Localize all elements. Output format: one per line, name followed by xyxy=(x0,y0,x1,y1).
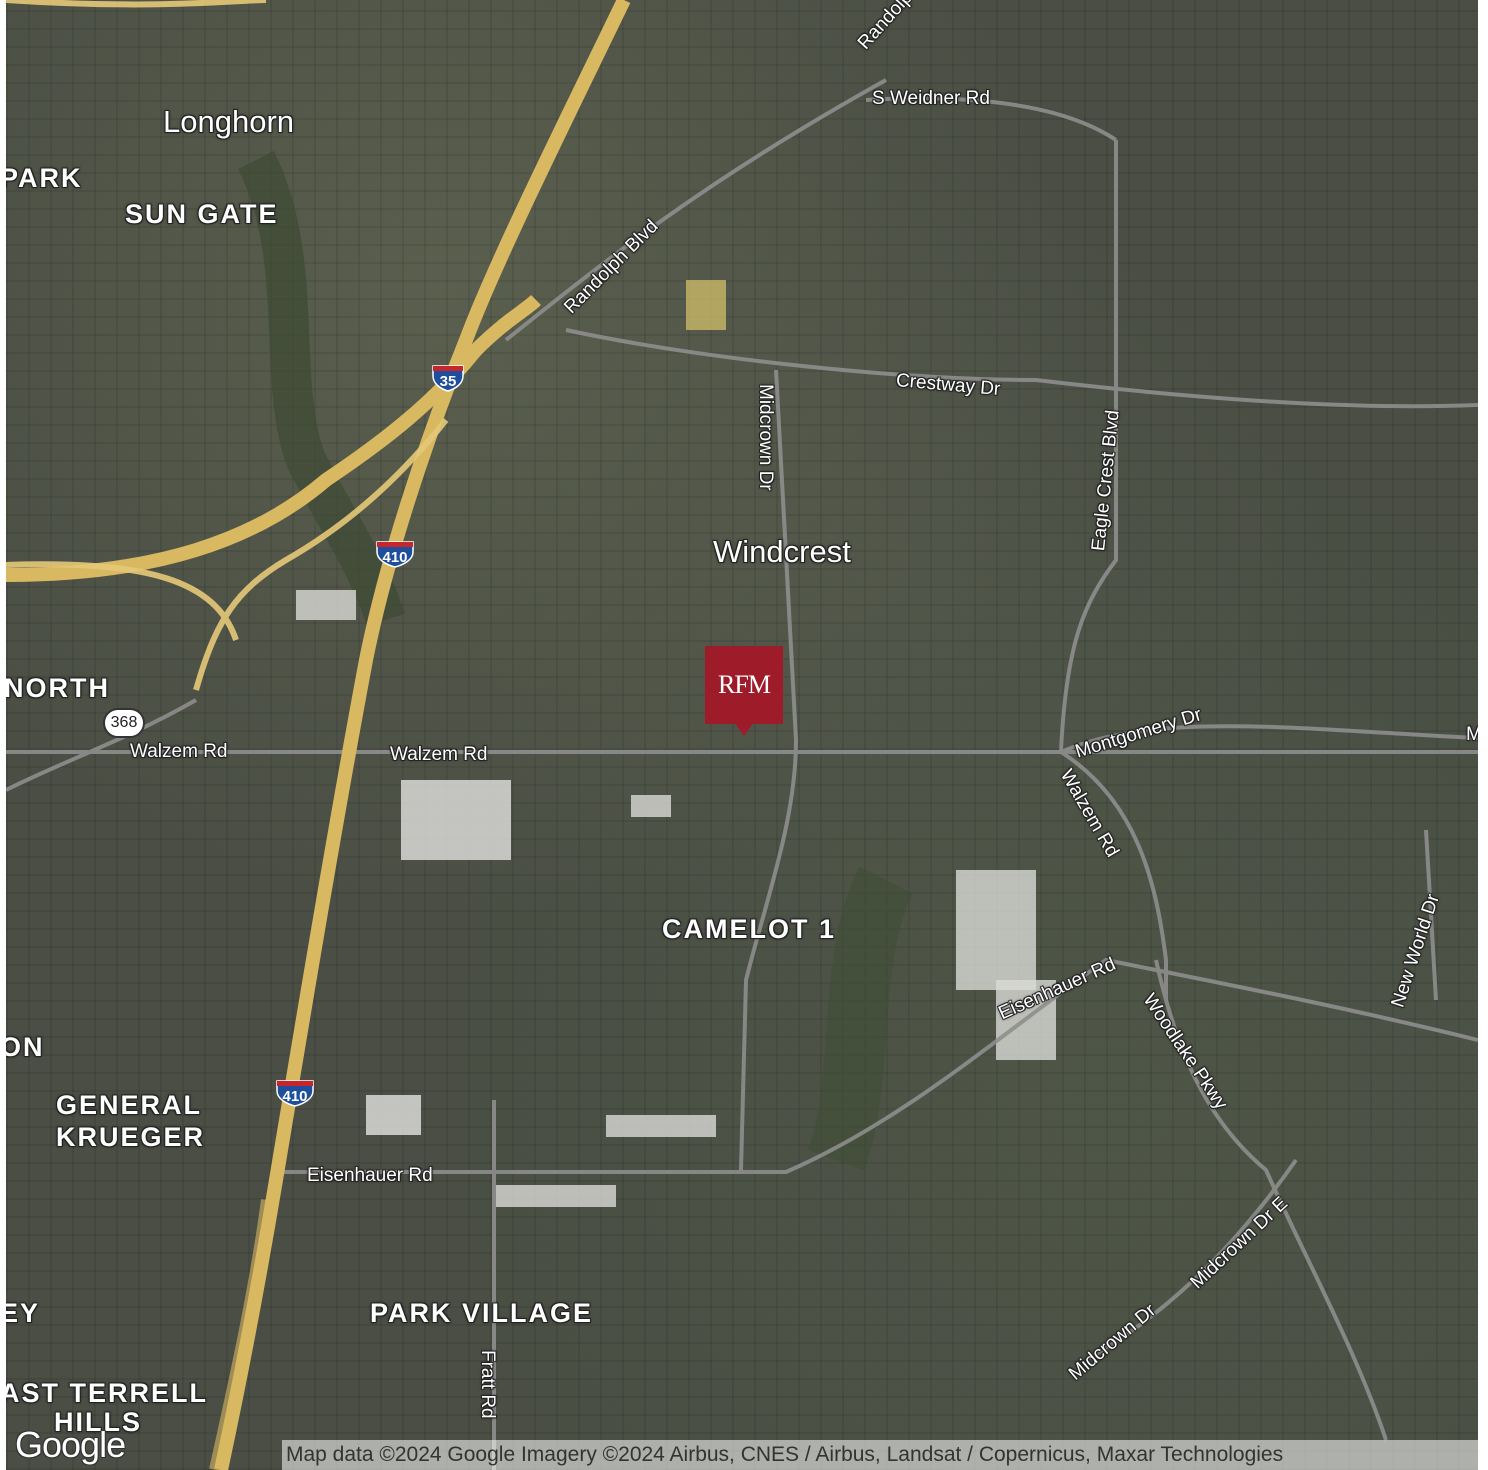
google-logo: Google xyxy=(15,1424,126,1465)
place-windcrest[interactable]: Windcrest xyxy=(713,534,851,569)
hood-krueger[interactable]: KRUEGER xyxy=(56,1122,206,1152)
interstate-shield-icon xyxy=(376,541,414,568)
state-highway-368-shield[interactable]: 368 xyxy=(103,708,145,738)
hood-park[interactable]: PARK xyxy=(6,163,83,193)
shield-number: 410 xyxy=(282,1088,308,1105)
hood-sun-gate[interactable]: SUN GATE xyxy=(125,199,279,229)
interstate-410-north-shield[interactable]: 410 xyxy=(375,540,414,568)
commercial-building-2 xyxy=(631,795,671,817)
road-eisenhauer-west[interactable]: Eisenhauer Rd xyxy=(307,1165,433,1186)
hood-terrell[interactable]: AST TERRELL xyxy=(6,1378,208,1408)
road-network xyxy=(6,0,1478,1470)
interchange-ramp xyxy=(193,418,449,691)
shield-number: 35 xyxy=(439,373,457,390)
warehouse-building xyxy=(956,870,1036,990)
construction-site xyxy=(686,280,726,330)
hood-park-village[interactable]: PARK VILLAGE xyxy=(370,1298,594,1328)
road-walzem-west[interactable]: Walzem Rd xyxy=(130,741,228,762)
interstate-35-shield[interactable]: 35 xyxy=(431,364,465,392)
industrial-building xyxy=(366,1095,421,1135)
midcrown-south-line xyxy=(1085,1158,1298,1362)
interstate-shield-icon xyxy=(276,1080,314,1107)
randolph-line xyxy=(504,78,887,342)
road-edge-m[interactable]: M xyxy=(1466,724,1478,745)
weidner-line xyxy=(865,96,1118,142)
hood-on[interactable]: ON xyxy=(6,1032,45,1062)
interstate-shield-icon xyxy=(432,365,464,392)
industrial-building-3 xyxy=(496,1185,616,1207)
north-highway xyxy=(6,0,267,8)
park-greenbelt xyxy=(807,866,914,1171)
shield-number: 410 xyxy=(382,549,408,566)
satellite-map[interactable]: Longhorn Windcrest PARK SUN GATE NORTH C… xyxy=(6,0,1478,1470)
rfm-logo: RFM xyxy=(705,646,783,724)
hood-general[interactable]: GENERAL xyxy=(56,1090,203,1120)
road-walzem-mid[interactable]: Walzem Rd xyxy=(390,744,488,765)
new-world-line xyxy=(1424,829,1438,1001)
road-weidner[interactable]: S Weidner Rd xyxy=(872,88,990,109)
eagle-crest-line xyxy=(1059,140,1118,753)
sh368-line xyxy=(6,698,197,792)
commercial-building xyxy=(296,590,356,620)
montgomery-line xyxy=(1060,724,1478,754)
interstate-410-south-shield[interactable]: 410 xyxy=(275,1079,314,1107)
hood-camelot[interactable]: CAMELOT 1 xyxy=(662,914,837,944)
hood-hills[interactable]: HILLS xyxy=(54,1407,142,1437)
marker-pointer-icon xyxy=(734,722,754,736)
map-attribution[interactable]: Map data ©2024 Google Imagery ©2024 Airb… xyxy=(282,1440,1478,1470)
interchange-ramp-2 xyxy=(6,561,239,641)
i410-loop-highway xyxy=(6,294,541,582)
eisenhauer-line xyxy=(276,957,1478,1174)
mall-building xyxy=(401,780,511,860)
road-fratt[interactable]: Fratt Rd xyxy=(477,1350,498,1419)
crestway-line xyxy=(565,328,1478,409)
road-midcrown-dr[interactable]: Midcrown Dr xyxy=(755,384,776,491)
hood-north[interactable]: NORTH xyxy=(6,673,110,703)
walzem-diagonal-line xyxy=(1059,750,1168,1000)
industrial-building-2 xyxy=(606,1115,716,1137)
hood-ey[interactable]: EY xyxy=(6,1298,41,1328)
woodlake-line xyxy=(1154,959,1388,1441)
rfm-location-marker[interactable]: RFM xyxy=(705,646,783,736)
midcrown-line xyxy=(739,369,799,1171)
i410-south-highway xyxy=(209,1199,275,1470)
place-longhorn[interactable]: Longhorn xyxy=(163,104,295,139)
creek-greenbelt xyxy=(237,151,405,627)
